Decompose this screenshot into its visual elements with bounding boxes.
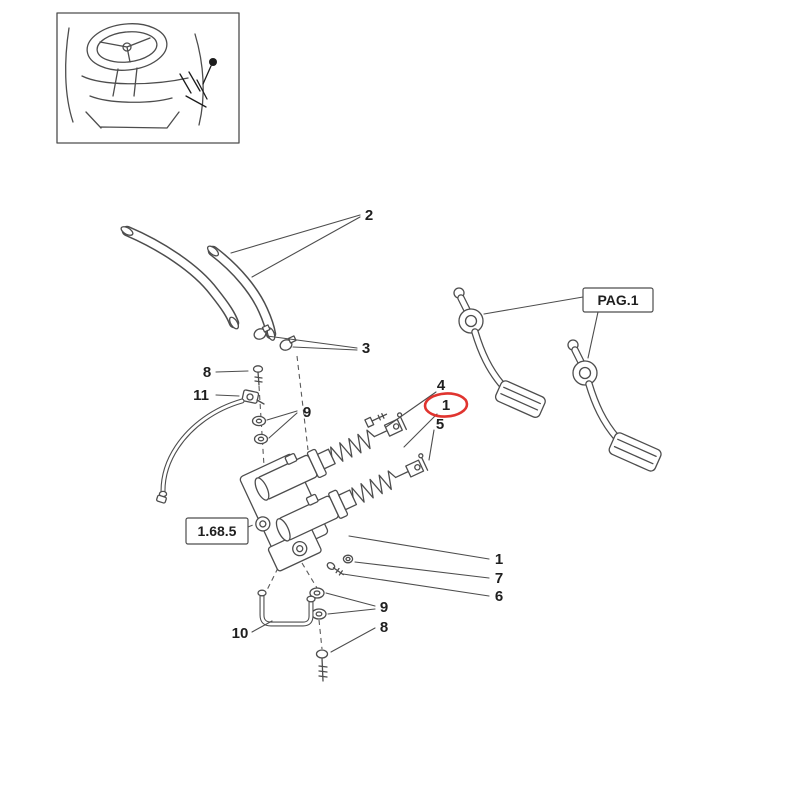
callout-6[interactable]: 6 bbox=[495, 588, 503, 605]
hose-upper bbox=[120, 225, 240, 330]
u-pipe-10 bbox=[257, 589, 316, 627]
overview-inset bbox=[56, 12, 240, 144]
leader-9-bottom bbox=[325, 592, 376, 615]
section-reference-1685[interactable]: 1.68.5 bbox=[185, 517, 249, 545]
callout-2-hoses[interactable]: 2 bbox=[365, 207, 373, 224]
master-cylinder-assembly bbox=[239, 404, 434, 572]
callout-4[interactable]: 4 bbox=[437, 377, 446, 394]
leader-lines-hoses bbox=[230, 214, 361, 351]
bolt-bottom bbox=[315, 649, 329, 682]
pedal-left bbox=[453, 287, 546, 418]
bolt-top bbox=[252, 365, 264, 386]
union-part-11 bbox=[241, 389, 265, 405]
highlighted-pedal-area bbox=[179, 58, 217, 108]
callout-1-right[interactable]: 1 bbox=[495, 551, 503, 568]
leader-11 bbox=[215, 394, 240, 397]
callout-7[interactable]: 7 bbox=[495, 570, 503, 587]
leader-9-top bbox=[266, 410, 298, 439]
tractor-cab-sketch bbox=[65, 23, 217, 129]
leader-10 bbox=[251, 620, 273, 633]
pedal-right bbox=[567, 339, 662, 472]
section-box bbox=[185, 517, 249, 545]
selected-callout-1[interactable]: 1 bbox=[423, 392, 469, 418]
leader-lines-4-1-5 bbox=[385, 391, 438, 461]
section-label[interactable]: 1.68.5 bbox=[198, 523, 237, 539]
hose-clamp-1 bbox=[253, 324, 271, 340]
inset-border bbox=[56, 12, 240, 144]
callout-9-top[interactable]: 9 bbox=[303, 404, 311, 421]
pag1-box bbox=[582, 287, 654, 313]
leader-lines-1-7-6 bbox=[342, 535, 490, 597]
callout-1-selected[interactable]: 1 bbox=[442, 397, 450, 414]
nut-7 bbox=[342, 554, 354, 564]
callout-8-top[interactable]: 8 bbox=[203, 364, 211, 381]
side-bolt-6 bbox=[326, 561, 344, 576]
selection-highlight-ellipse bbox=[423, 392, 469, 418]
washers-top bbox=[251, 415, 269, 445]
page-reference-pag1[interactable]: PAG.1 bbox=[582, 287, 654, 313]
pushrod-bolt-4 bbox=[364, 413, 388, 428]
callout-3-clamps[interactable]: 3 bbox=[362, 340, 370, 357]
leader-8-bottom bbox=[330, 627, 376, 653]
callout-8-bottom[interactable]: 8 bbox=[380, 619, 388, 636]
leader-8-top bbox=[215, 370, 249, 373]
callout-9-bottom[interactable]: 9 bbox=[380, 599, 388, 616]
callout-5[interactable]: 5 bbox=[436, 416, 444, 433]
hose-clamp-2 bbox=[279, 335, 297, 351]
master-cylinder-upper bbox=[248, 404, 412, 505]
callout-10[interactable]: 10 bbox=[232, 625, 249, 642]
pag1-label[interactable]: PAG.1 bbox=[598, 292, 639, 308]
feed-pipe bbox=[156, 398, 245, 504]
callout-11[interactable]: 11 bbox=[193, 387, 209, 404]
leader-lines-pag1 bbox=[483, 296, 599, 359]
